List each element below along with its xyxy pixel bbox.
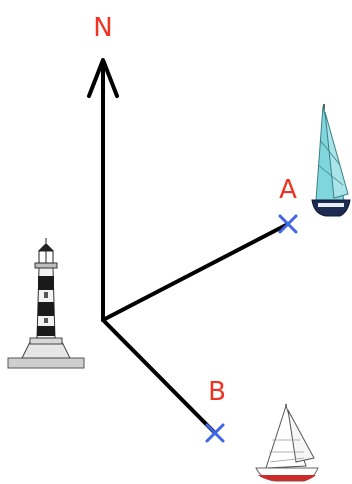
point-a-label: A bbox=[279, 175, 297, 205]
sailboat-icon bbox=[311, 104, 351, 217]
sailboat-icon bbox=[255, 404, 319, 482]
point-b-label: B bbox=[208, 377, 226, 407]
bearing-line-a bbox=[101, 222, 290, 322]
north-arrow-icon bbox=[87, 58, 119, 322]
north-label: N bbox=[93, 13, 112, 43]
cross-marker-icon bbox=[205, 423, 225, 443]
bearing-line-b bbox=[101, 318, 217, 435]
lighthouse-icon bbox=[7, 238, 85, 369]
cross-marker-icon bbox=[278, 214, 298, 234]
